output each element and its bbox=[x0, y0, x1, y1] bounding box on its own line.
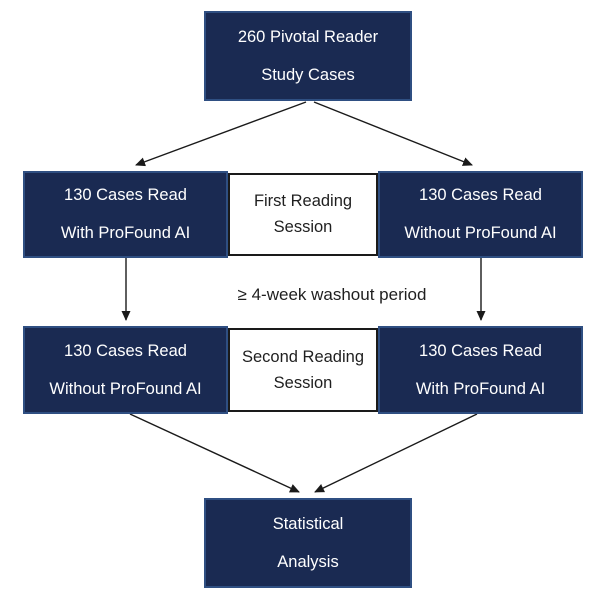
first-reading-session-box: First Reading Session bbox=[228, 173, 378, 256]
session1-without-ai-line1: 130 Cases Read bbox=[419, 186, 542, 205]
session2-without-ai-line2: Without ProFound AI bbox=[49, 379, 202, 398]
session2-without-ai-line1: 130 Cases Read bbox=[64, 341, 187, 360]
arrow-title-to-session1-left bbox=[135, 101, 307, 167]
session1-without-ai-line2: Without ProFound AI bbox=[404, 224, 557, 242]
session2-with-ai-box: 130 Cases Read With ProFound AI bbox=[378, 326, 583, 414]
arrow-title-to-session1-right bbox=[313, 101, 473, 166]
session2-with-ai-line1: 130 Cases Read bbox=[419, 341, 542, 360]
first-reading-session-line2: Session bbox=[273, 218, 333, 236]
session1-with-ai-line1: 130 Cases Read bbox=[64, 186, 187, 205]
title-box-line2: Study Cases bbox=[261, 65, 355, 84]
washout-period-label: ≥ 4-week washout period bbox=[237, 285, 427, 304]
session1-with-ai-line2: With ProFound AI bbox=[60, 224, 191, 242]
session1-with-ai-box: 130 Cases Read With ProFound AI bbox=[23, 171, 228, 258]
title-box: 260 Pivotal Reader Study Cases bbox=[204, 11, 412, 101]
arrow-session2-left-to-result bbox=[129, 413, 300, 493]
statistical-analysis-line1: Statistical bbox=[272, 514, 344, 533]
title-box-line1: 260 Pivotal Reader bbox=[237, 27, 379, 46]
statistical-analysis-line2: Analysis bbox=[277, 552, 339, 571]
second-reading-session-line1: Second Reading bbox=[241, 347, 364, 366]
second-reading-session-box: Second Reading Session bbox=[228, 328, 378, 412]
second-reading-session-line2: Session bbox=[273, 373, 333, 392]
first-reading-session-line1: First Reading bbox=[253, 192, 353, 211]
session2-without-ai-box: 130 Cases Read Without ProFound AI bbox=[23, 326, 228, 414]
session1-without-ai-box: 130 Cases Read Without ProFound AI bbox=[378, 171, 583, 258]
statistical-analysis-box: Statistical Analysis bbox=[204, 498, 412, 588]
session2-with-ai-line2: With ProFound AI bbox=[415, 379, 546, 398]
arrow-session2-right-to-result bbox=[314, 413, 478, 493]
